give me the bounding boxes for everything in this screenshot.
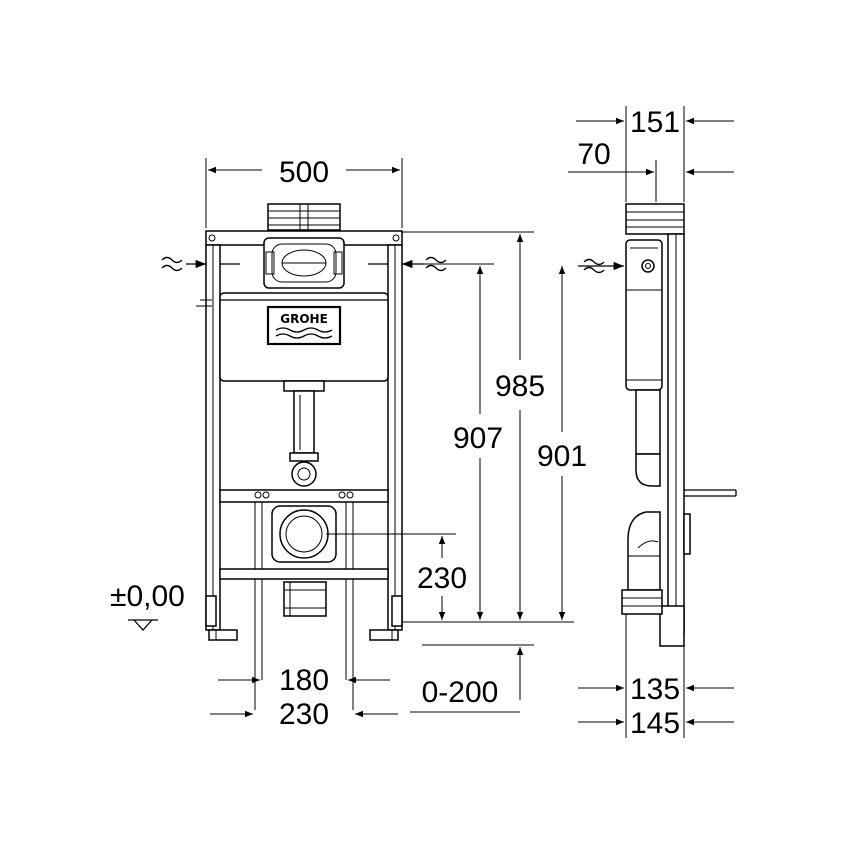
dimension-depth-151: 151 [630, 106, 680, 139]
dimension-depth-70: 70 [577, 138, 610, 171]
side-view [578, 203, 737, 647]
dimension-depth-145: 145 [630, 707, 680, 740]
dimension-width-230: 230 [279, 698, 329, 731]
dimension-height-907: 907 [453, 422, 503, 455]
brand-logo: GROHE [280, 312, 328, 326]
front-dimensions: 500 985 907 901 230 ±0,00 180 230 [110, 156, 587, 731]
front-view: GROHE [128, 203, 447, 710]
dimension-height-901: 901 [537, 440, 587, 473]
dimension-width-500: 500 [279, 156, 329, 189]
dimension-depth-135: 135 [630, 673, 680, 706]
side-dimensions: 151 70 135 145 [568, 106, 734, 740]
dimension-width-180: 180 [279, 664, 329, 697]
dimension-height-230: 230 [417, 562, 467, 595]
floor-level-label: ±0,00 [110, 580, 185, 613]
dimension-range-0-200: 0-200 [422, 676, 499, 709]
dimension-height-985: 985 [495, 370, 545, 403]
